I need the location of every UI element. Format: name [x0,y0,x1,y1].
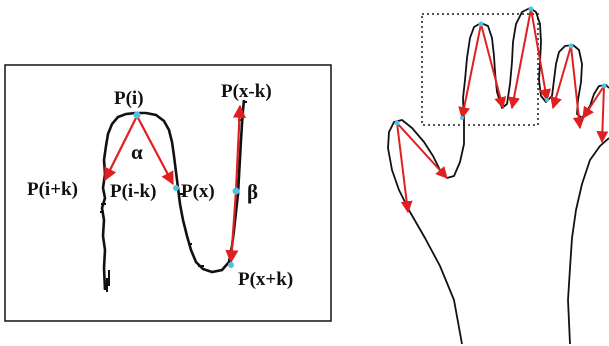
arrow-pi-to-pi-minus-k [136,115,174,186]
label-p-x: P(x) [181,181,215,202]
arrow-middle-1 [508,8,532,110]
point-p-x-plus-k [228,262,234,268]
point-valley-2 [545,98,549,102]
arrow-index-1 [458,23,482,120]
left-panel: P(i) α P(i+k) P(i-k) P(x) β P(x-k) P(x+k… [4,64,332,322]
label-p-i-minus-k: P(i-k) [110,181,156,202]
label-p-i-plus-k: P(i+k) [27,179,78,200]
left-panel-frame [4,64,332,322]
hand-outline [387,7,609,345]
point-pinky-tip [601,83,607,89]
point-index-tip [478,21,484,27]
point-thumb-tip [394,120,400,126]
arrow-thumb-2 [396,122,413,214]
label-p-x-plus-k: P(x+k) [238,269,293,290]
arrow-pinky-1 [582,85,605,120]
arrow-pi-to-pi-plus-k [104,115,138,182]
point-p-i [133,111,141,119]
arrow-px-to-px-minus-k [232,104,247,192]
dotted-region-box [421,13,539,126]
arrow-ring-1 [550,45,572,110]
label-beta: β [247,180,258,204]
label-p-i: P(i) [114,88,144,109]
right-panel [387,6,609,345]
label-p-x-minus-k: P(x-k) [221,81,272,102]
arrow-index-2 [480,23,507,110]
palm-right-edge [567,137,609,345]
contour-curve [100,99,246,291]
label-alpha: α [131,140,143,164]
point-p-i-minus-k [173,185,179,191]
arrow-pinky-2 [596,85,609,144]
arrow-middle-2 [530,8,552,102]
arrow-ring-2 [570,45,585,130]
arrow-px-to-px-plus-k [225,190,239,264]
point-ring-tip [568,43,574,49]
point-p-x [232,187,240,195]
point-middle-tip [528,6,534,12]
point-valley-1 [460,116,464,120]
arrow-thumb-1 [396,122,448,179]
